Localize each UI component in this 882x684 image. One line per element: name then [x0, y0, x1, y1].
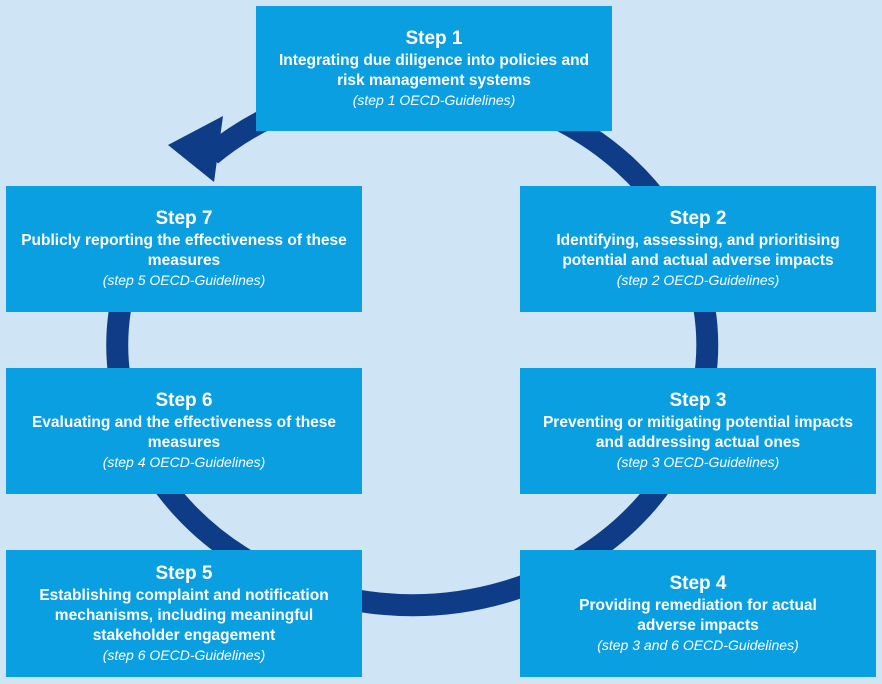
step-1-reference: (step 1 OECD-Guidelines) — [352, 91, 516, 108]
step-1-box: Step 1 Integrating due diligence into po… — [256, 6, 612, 131]
step-4-reference: (step 3 and 6 OECD-Guidelines) — [597, 636, 799, 653]
step-5-description: Establishing complaint and notification … — [39, 586, 329, 644]
step-6-box: Step 6 Evaluating and the effectiveness … — [6, 368, 362, 494]
step-6-title: Step 6 — [155, 390, 213, 411]
step-4-title: Step 4 — [669, 572, 727, 594]
step-1-description: Integrating due diligence into policies … — [278, 51, 590, 89]
step-7-box: Step 7 Publicly reporting the effectiven… — [6, 186, 362, 312]
step-2-description: Identifying, assessing, and prioritising… — [556, 232, 840, 269]
step-6-reference: (step 4 OECD-Guidelines) — [102, 454, 266, 470]
step-5-title: Step 5 — [155, 562, 213, 584]
step-7-title: Step 7 — [155, 208, 213, 229]
step-4-description: Providing remediation for actual adverse… — [579, 596, 817, 634]
cycle-arrowhead — [168, 116, 223, 182]
step-3-title: Step 3 — [669, 390, 727, 411]
step-3-reference: (step 3 OECD-Guidelines) — [616, 454, 780, 470]
step-3-box: Step 3 Preventing or mitigating potentia… — [520, 368, 876, 494]
step-7-reference: (step 5 OECD-Guidelines) — [102, 272, 266, 288]
step-3-description: Preventing or mitigating potential impac… — [542, 414, 854, 451]
step-4-box: Step 4 Providing remediation for actual … — [520, 550, 876, 677]
step-2-title: Step 2 — [669, 208, 727, 229]
step-5-box: Step 5 Establishing complaint and notifi… — [6, 550, 362, 677]
step-1-title: Step 1 — [405, 27, 463, 49]
step-7-description: Publicly reporting the effectiveness of … — [21, 232, 347, 269]
step-2-box: Step 2 Identifying, assessing, and prior… — [520, 186, 876, 312]
step-5-reference: (step 6 OECD-Guidelines) — [102, 646, 266, 663]
step-2-reference: (step 2 OECD-Guidelines) — [616, 272, 780, 288]
step-6-description: Evaluating and the effectiveness of thes… — [31, 414, 337, 451]
